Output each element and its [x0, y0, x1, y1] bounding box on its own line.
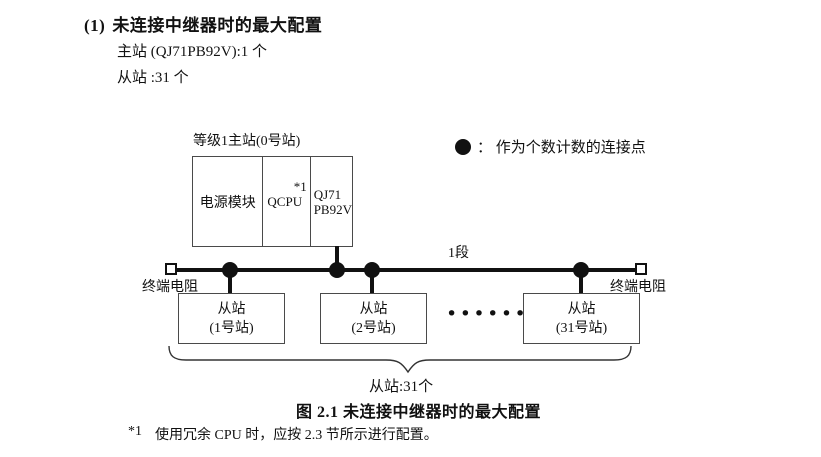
- connection-point-dot: [329, 262, 345, 278]
- connection-point-legend-icon: [455, 138, 471, 155]
- slave-station-number: (1号站): [209, 320, 254, 336]
- footnote-marker: *1: [128, 424, 142, 439]
- power-module-cell: 电源模块: [193, 157, 262, 246]
- slave-station-box-31: 从站 (31号站): [523, 293, 640, 344]
- slave1-drop-line: [228, 270, 232, 294]
- slave-name: 从站: [217, 301, 246, 317]
- section-number: (1): [84, 16, 106, 35]
- qj71pb92v-label-line1: QJ71: [313, 186, 342, 202]
- master-station-label: 等级1主站(0号站): [193, 134, 301, 149]
- legend-label: ： 作为个数计数的连接点: [477, 140, 646, 156]
- terminating-resistor-label-right: 终端电阻: [610, 280, 666, 295]
- terminating-resistor-label-left: 终端电阻: [142, 280, 198, 295]
- slave-name: 从站: [567, 301, 596, 317]
- qcpu-label: QCPU: [267, 194, 303, 209]
- slave-station-number: (31号站): [555, 320, 608, 336]
- footnote-text: 使用冗余 CPU 时，应按 2.3 节所示进行配置。: [155, 428, 438, 443]
- bus-line: [177, 268, 635, 272]
- slave-station-box-1: 从站 (1号站): [178, 293, 285, 344]
- master-count-line: 主站 (QJ71PB92V):1 个: [117, 44, 268, 60]
- qj71pb92v-label-line2: PB92V: [313, 201, 352, 217]
- slave-count-line: 从站 :31 个: [117, 70, 189, 86]
- connection-point-dot: [573, 262, 589, 278]
- slave-station-number: (2号站): [351, 320, 396, 336]
- terminating-resistor-left-icon: [165, 263, 177, 275]
- footnote: *1 使用冗余 CPU 时，应按 2.3 节所示进行配置。: [128, 424, 438, 444]
- terminating-resistor-right-icon: [635, 263, 647, 275]
- slave2-drop-line: [370, 270, 374, 294]
- qcpu-cell: *1 QCPU: [262, 157, 309, 246]
- slave-name: 从站: [359, 301, 388, 317]
- segment-label: 1段: [448, 246, 469, 261]
- slave-total-label: 从站:31个: [369, 379, 434, 395]
- qj71pb92v-cell: QJ71 PB92V: [309, 157, 352, 246]
- page-title: 未连接中继器时的最大配置: [112, 16, 323, 35]
- slave31-drop-line: [579, 270, 583, 294]
- power-module-label: 电源模块: [199, 195, 256, 211]
- master-station-box: 电源模块 *1 QCPU QJ71 PB92V: [192, 156, 353, 247]
- figure-caption: 图 2.1 未连接中继器时的最大配置: [296, 404, 542, 421]
- ellipsis-dots: ••••••: [446, 303, 529, 325]
- connection-point-dot: [364, 262, 380, 278]
- qcpu-footnote-marker: *1: [293, 179, 307, 194]
- master-drop-line: [335, 246, 339, 270]
- legend: ： 作为个数计数的连接点: [455, 136, 646, 157]
- connection-point-dot: [222, 262, 238, 278]
- section-heading: (1) 未连接中继器时的最大配置: [84, 11, 322, 36]
- slave-station-box-2: 从站 (2号站): [320, 293, 427, 344]
- slaves-brace: [168, 346, 632, 374]
